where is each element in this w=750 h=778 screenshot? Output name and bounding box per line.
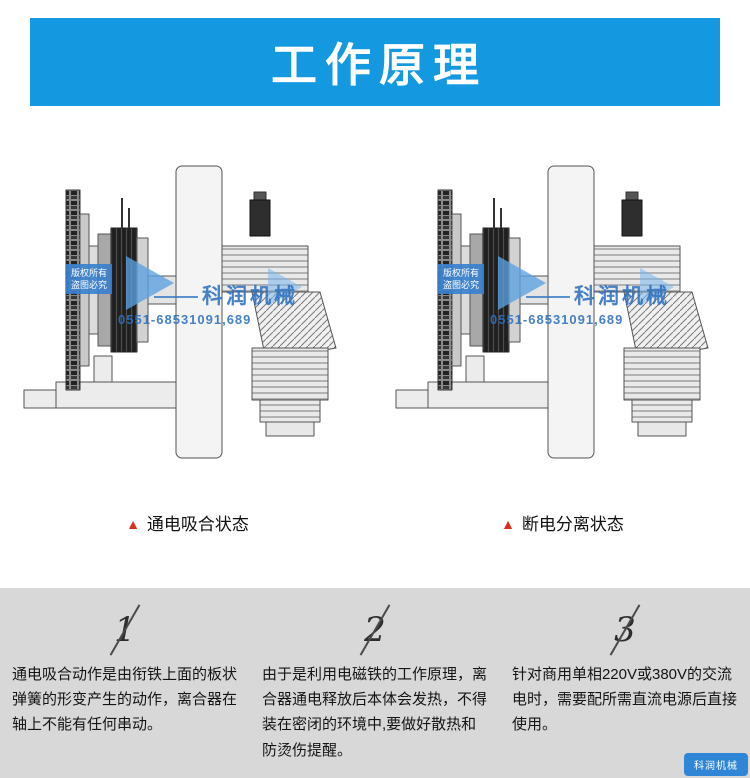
note-number-3: 3 — [598, 604, 652, 656]
note-number-2: 2 — [348, 604, 402, 656]
red-triangle-icon: ▲ — [501, 516, 515, 532]
note-column-2: 2 由于是利用电磁铁的工作原理，离合器通电释放后本体会发热，不得装在密闭的环境中… — [250, 588, 500, 778]
note-number-1-wrap: 1 — [12, 604, 238, 662]
note-number-2-wrap: 2 — [262, 604, 488, 662]
note-number-1: 1 — [98, 604, 152, 656]
brand-badge: 科润机械 — [684, 753, 748, 776]
note-number-3-wrap: 3 — [512, 604, 738, 662]
red-triangle-icon: ▲ — [126, 516, 140, 532]
caption-deenergized-label: 断电分离状态 — [521, 515, 624, 534]
diagram-deenergized: 版权所有 盗图必究 科润机械 0551-68531091,689 — [380, 150, 742, 480]
note-text-2: 由于是利用电磁铁的工作原理，离合器通电释放后本体会发热，不得装在密闭的环境中,要… — [261, 666, 487, 759]
caption-energized: ▲ 通电吸合状态 — [0, 510, 375, 535]
diagrams-row: 版权所有 盗图必究 科润机械 0551-68531091,689 版权所有 盗图… — [0, 150, 750, 480]
captions-row: ▲ 通电吸合状态 ▲ 断电分离状态 — [0, 510, 750, 535]
clutch-diagram-deenergized-svg — [395, 165, 709, 459]
header-banner: 工作原理 — [30, 18, 720, 106]
note-column-3: 3 针对商用单相220V或380V的交流电时，需要配所需直流电源后直接使用。 — [500, 588, 750, 778]
clutch-diagram-energized-svg — [23, 165, 337, 459]
note-text-3: 针对商用单相220V或380V的交流电时，需要配所需直流电源后直接使用。 — [511, 666, 737, 734]
note-column-1: 1 通电吸合动作是由衔铁上面的板状弹簧的形变产生的动作，离合器在轴上不能有任何串… — [0, 588, 250, 778]
caption-energized-label: 通电吸合状态 — [146, 515, 249, 534]
note-text-1: 通电吸合动作是由衔铁上面的板状弹簧的形变产生的动作，离合器在轴上不能有任何串动。 — [12, 666, 238, 734]
diagram-energized: 版权所有 盗图必究 科润机械 0551-68531091,689 — [8, 150, 370, 480]
notes-panel: 1 通电吸合动作是由衔铁上面的板状弹簧的形变产生的动作，离合器在轴上不能有任何串… — [0, 588, 750, 778]
caption-deenergized: ▲ 断电分离状态 — [375, 510, 750, 535]
page-title: 工作原理 — [271, 39, 487, 91]
